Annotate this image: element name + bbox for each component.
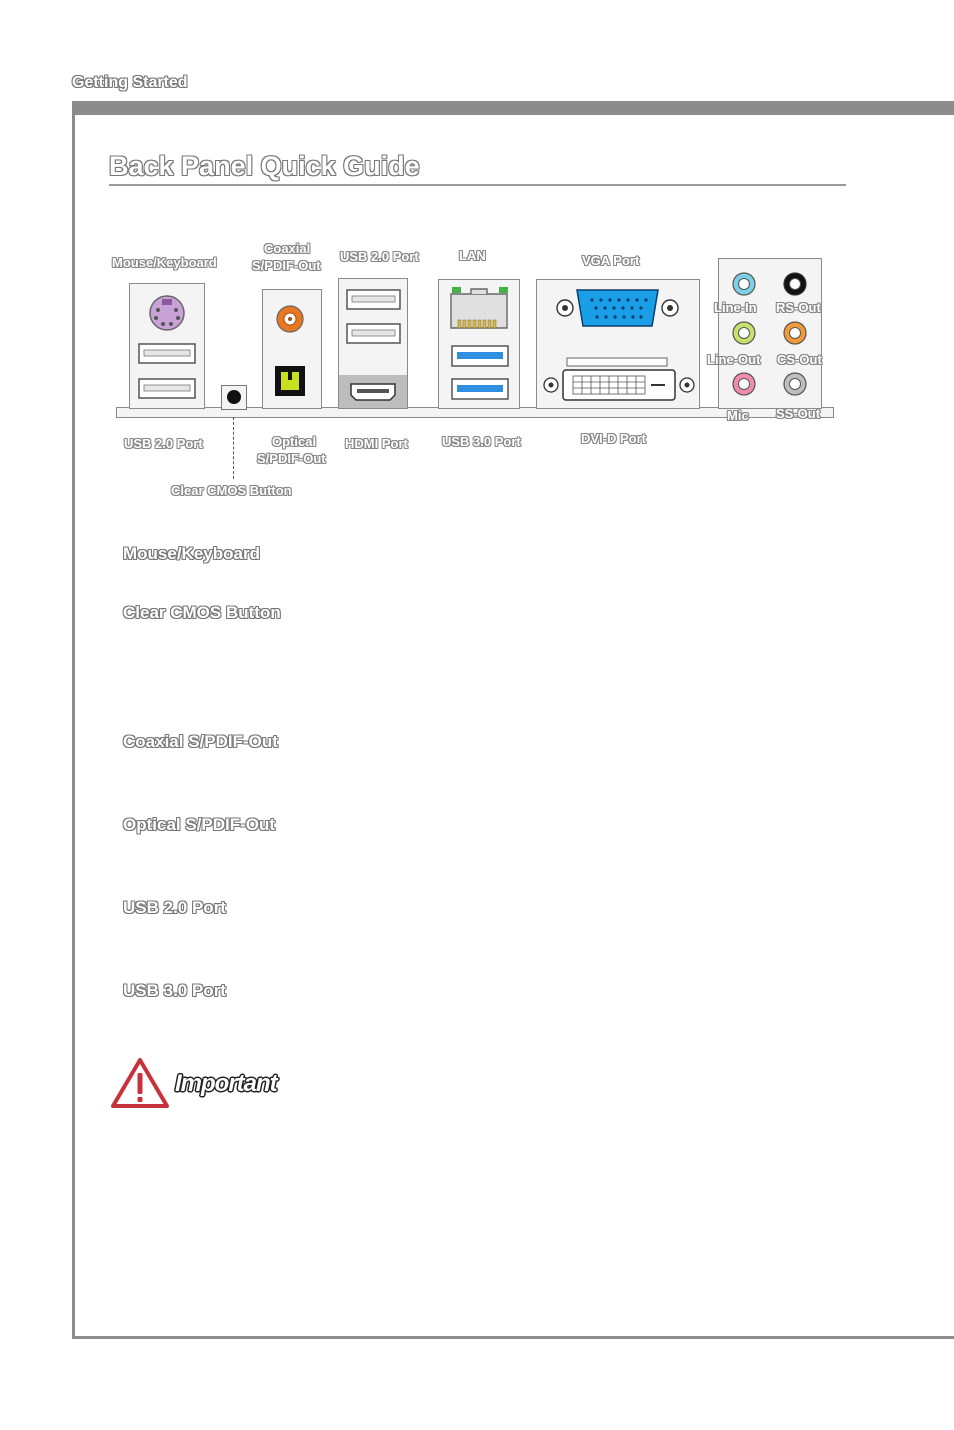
clear-cmos-button	[221, 385, 247, 410]
ps2-port-icon	[138, 295, 196, 399]
usb-port-icon	[346, 289, 401, 344]
usb3-port-icon	[451, 345, 509, 400]
section-title-mouse-keyboard: Mouse/Keyboard	[123, 544, 260, 563]
label-mic: Mic	[727, 408, 749, 423]
label-dvid: DVI-D Port	[581, 431, 646, 446]
left-rule	[72, 101, 75, 1339]
spdif-block	[262, 289, 322, 409]
label-usb20-bottom: USB 2.0 Port	[124, 436, 203, 451]
label-line-in: Line-In	[714, 300, 757, 315]
label-vga: VGA Port	[582, 253, 640, 268]
section-title-clear-cmos: Clear CMOS Button	[123, 603, 281, 622]
vga-port-icon	[556, 289, 679, 327]
clear-cmos-leader	[233, 417, 234, 479]
label-usb20-top: USB 2.0 Port	[340, 249, 419, 264]
label-clear-cmos: Clear CMOS Button	[171, 483, 292, 498]
label-coaxial: Coaxial	[264, 241, 311, 256]
running-header: Getting Started	[72, 74, 188, 91]
dvid-port-icon	[543, 369, 695, 401]
warning-icon	[111, 1058, 169, 1108]
hdmi-port-icon	[350, 383, 396, 401]
title-underline	[109, 184, 846, 186]
label-lan: LAN	[459, 248, 486, 263]
usb-hdmi-block	[338, 278, 408, 409]
label-cs-out: CS-Out	[777, 352, 822, 367]
label-coaxial-spdif: S/PDIF-Out	[252, 258, 321, 273]
important-label: Important	[175, 1070, 278, 1097]
usb-port-icon	[138, 343, 196, 399]
coaxial-spdif-icon	[276, 305, 304, 333]
page-title: Back Panel Quick Guide	[109, 151, 420, 181]
audio-block	[718, 258, 822, 409]
label-line-out: Line-Out	[707, 352, 761, 367]
section-title-optical-spdif: Optical S/PDIF-Out	[123, 815, 276, 834]
bottom-rule	[72, 1336, 954, 1339]
lan-port-icon	[450, 287, 508, 329]
label-hdmi: HDMI Port	[345, 436, 408, 451]
ps2-usb-block	[129, 283, 205, 409]
section-title-usb20: USB 2.0 Port	[123, 898, 226, 917]
lan-usb3-block	[438, 279, 520, 409]
label-ss-out: SS-Out	[776, 406, 821, 421]
label-optical: Optical	[272, 434, 317, 449]
label-optical-spdif: S/PDIF-Out	[257, 451, 326, 466]
optical-spdif-icon	[275, 366, 305, 396]
vga-dvi-block	[536, 279, 700, 409]
label-rs-out: RS-Out	[776, 300, 821, 315]
header-bar	[72, 101, 954, 115]
section-title-usb30: USB 3.0 Port	[123, 981, 226, 1000]
section-title-coaxial-spdif: Coaxial S/PDIF-Out	[123, 732, 278, 751]
label-usb30: USB 3.0 Port	[442, 434, 521, 449]
label-mouse-keyboard: Mouse/Keyboard	[112, 255, 217, 270]
